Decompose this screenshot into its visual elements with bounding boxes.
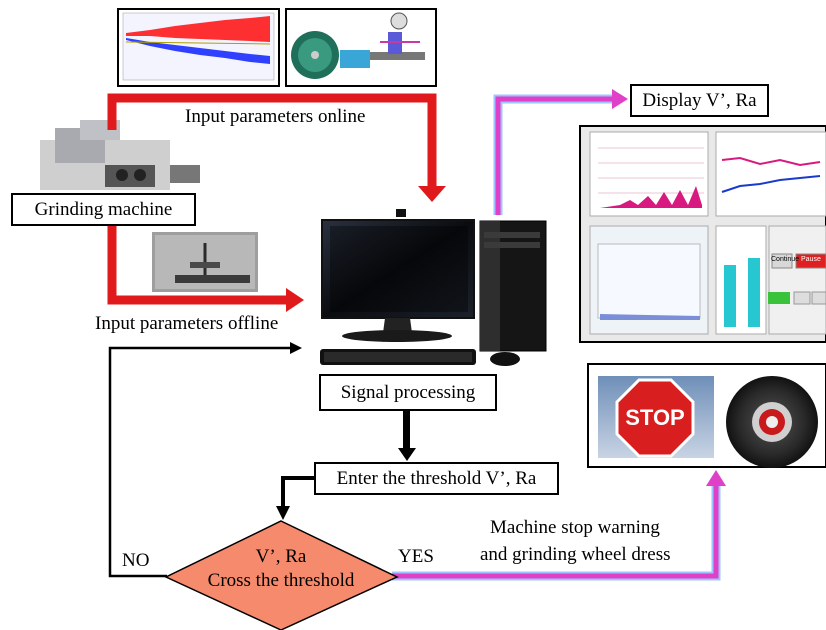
warning-label-line2: and grinding wheel dress <box>480 544 671 565</box>
offline-instrument-photo <box>152 232 258 292</box>
threshold-entry-box: Enter the threshold V’, Ra <box>314 462 559 495</box>
decision-diamond <box>164 520 399 630</box>
grinding-machine-label: Grinding machine <box>11 193 196 226</box>
to-decision-arrow <box>276 476 314 520</box>
offline-input-label: Input parameters offline <box>95 313 279 334</box>
yes-label: YES <box>398 546 434 567</box>
yes-output-arrow <box>392 470 726 581</box>
online-input-label: Input parameters online <box>185 106 366 127</box>
display-box: Display V’, Ra <box>630 84 769 117</box>
stop-wheel-panel <box>587 363 826 468</box>
hmi-continue-button: Continue <box>771 256 800 263</box>
online-input-arrow <box>107 93 446 202</box>
decision-text-line1: V’, Ra <box>255 546 307 567</box>
sensor-setup-image <box>285 8 437 87</box>
signal-processing-box: Signal processing <box>319 374 497 411</box>
offline-input-arrow <box>107 222 304 312</box>
to-threshold-arrow <box>398 411 416 461</box>
no-label: NO <box>122 550 150 571</box>
warning-label-line1: Machine stop warning <box>490 517 660 538</box>
grinding-machine-photo <box>40 120 200 190</box>
computer-image <box>320 209 547 366</box>
display-output-arrow <box>493 89 628 215</box>
monitoring-panel-image <box>579 125 826 343</box>
hmi-pause-button: Pause <box>801 256 821 263</box>
no-loop-arrow <box>108 342 302 578</box>
stop-sign-text: STOP <box>625 405 685 430</box>
signal-plot-image <box>117 8 280 87</box>
decision-text-line2: Cross the threshold <box>207 570 355 591</box>
